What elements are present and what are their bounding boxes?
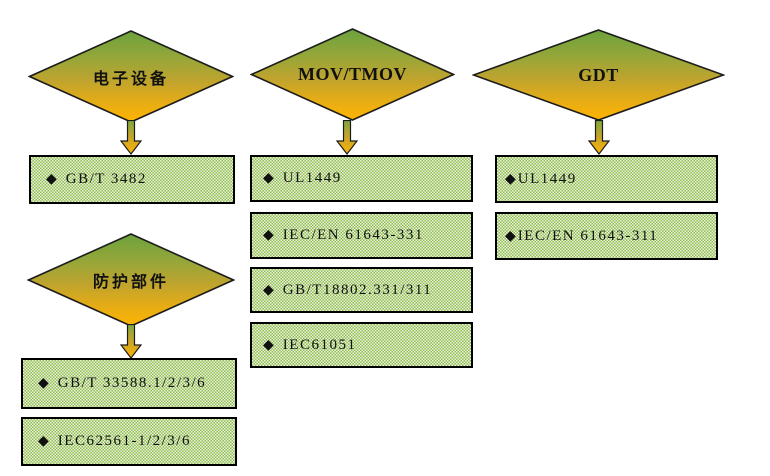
diamond-bullet-icon: ◆ [505,171,516,187]
diamond-mov-tmov: MOV/TMOV [250,28,455,121]
diamond-protection-components: 防护部件 [27,233,235,327]
diamond-bullet-icon: ◆ [46,172,57,187]
diamond-shape [472,29,725,121]
standard-label: GB/T18802.331/311 [282,281,433,298]
standard-box-gbt-33588: ◆ GB/T 33588.1/2/3/6 [21,358,237,409]
diamond-bullet-icon: ◆ [263,337,274,353]
down-arrow-icon [336,120,358,155]
standard-label: IEC/EN 61643-331 [282,227,424,243]
standard-label: UL1449 [517,170,577,187]
diamond-bullet-icon: ◆ [263,171,274,186]
standard-label: GB/T 3482 [65,171,147,187]
down-arrow-icon [120,324,142,359]
diamond-gdt: GDT [472,29,725,121]
standard-label: IEC61051 [282,336,357,353]
diamond-bullet-icon: ◆ [263,282,274,298]
standard-label: UL1449 [282,170,342,186]
standard-box-iec61051: ◆ IEC61051 [250,322,473,368]
standard-box-iec62561: ◆ IEC62561-1/2/3/6 [21,417,237,466]
diamond-bullet-icon: ◆ [38,376,49,391]
standard-label: IEC62561-1/2/3/6 [57,433,191,449]
diamond-shape [28,30,234,123]
down-arrow-icon [588,120,610,155]
down-arrow-icon [120,120,142,155]
standard-box-gbt18802: ◆ GB/T18802.331/311 [250,267,473,313]
diamond-bullet-icon: ◆ [505,228,516,244]
diamond-electronic-equipment: 电子设备 [28,30,234,123]
standard-label: GB/T 33588.1/2/3/6 [57,375,207,391]
diamond-bullet-icon: ◆ [38,434,49,449]
standard-box-iec-en-61643-311: ◆ IEC/EN 61643-311 [495,212,718,260]
standard-label: IEC/EN 61643-311 [517,227,659,244]
diamond-shape [250,28,455,121]
diamond-bullet-icon: ◆ [263,228,274,243]
diamond-shape [27,233,235,327]
standard-box-ul1449-mov: ◆ UL1449 [250,155,473,202]
standard-box-iec-en-61643-331: ◆ IEC/EN 61643-331 [250,212,473,259]
standard-box-ul1449-gdt: ◆ UL1449 [495,155,718,203]
standard-box-gbt-3482: ◆ GB/T 3482 [29,155,235,204]
